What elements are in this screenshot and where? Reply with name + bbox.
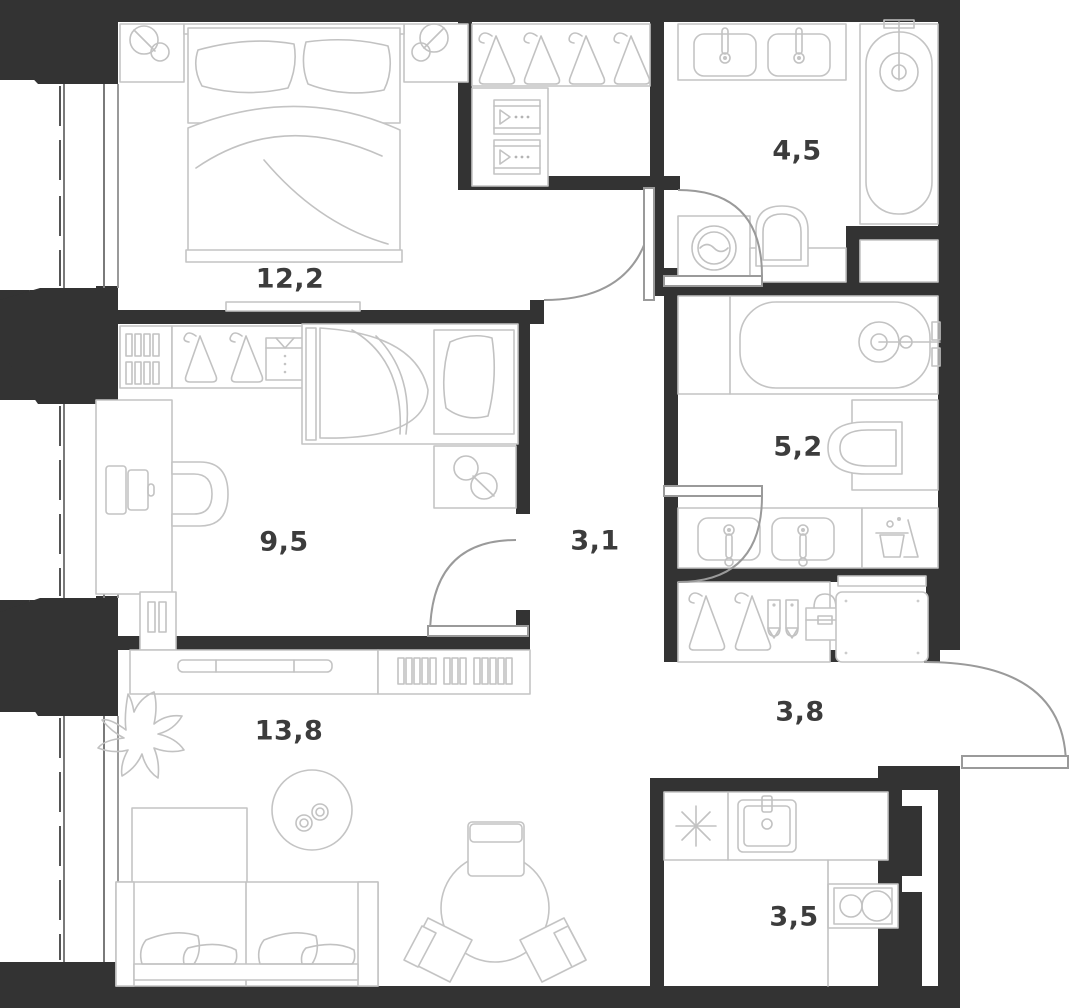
bin-icon xyxy=(879,534,905,558)
bedroom2-hanger-icons xyxy=(183,332,264,383)
plant-icon xyxy=(97,691,185,779)
bed-foot xyxy=(185,249,403,263)
toilet-master xyxy=(755,205,809,267)
cushion-3 xyxy=(257,932,319,965)
faucet-right xyxy=(793,27,805,64)
dining-chair-top xyxy=(467,821,525,877)
shower-head-master xyxy=(879,19,919,92)
duvet xyxy=(187,105,401,263)
door-leaf-bedroom2 xyxy=(427,625,529,637)
radiator-icons-living xyxy=(397,657,513,685)
cushion-2 xyxy=(182,943,238,965)
faucet-guest-right xyxy=(797,524,809,567)
swing-guest-bath xyxy=(677,495,763,583)
entry-hanger-icons xyxy=(688,592,772,651)
dining-chair-right xyxy=(519,917,587,983)
pillow-right xyxy=(302,38,392,94)
folded-shirt-icon xyxy=(265,337,305,381)
lamp-right xyxy=(411,23,449,62)
sink-left xyxy=(693,33,757,77)
door-leaf-master-bedroom xyxy=(643,187,655,301)
balcony-points xyxy=(0,0,118,1008)
faucet-left xyxy=(719,27,731,64)
bed-headboard-side xyxy=(305,327,317,441)
kitchen-fixtures xyxy=(663,791,899,987)
desk-chair xyxy=(171,461,229,527)
radiator-bedroom2-lower xyxy=(139,591,177,651)
entry-hall-furniture xyxy=(677,575,929,663)
tv-panel xyxy=(177,659,333,673)
swing-master-bath xyxy=(677,189,763,277)
window-sill-master xyxy=(225,301,361,312)
entry-shelf xyxy=(837,575,927,587)
nightstand-left xyxy=(119,23,185,83)
entry-coat-closet xyxy=(677,581,831,663)
swing-bedroom2 xyxy=(429,539,517,637)
wardrobe-closet-top xyxy=(471,23,651,187)
second-bedroom-furniture xyxy=(95,323,519,651)
guest-bathroom-fixtures xyxy=(677,295,941,569)
hanger-icon-group xyxy=(478,32,651,85)
faucet-guest-left xyxy=(723,524,735,567)
living-room-furniture xyxy=(97,649,587,987)
sink-guest-right xyxy=(771,517,835,561)
armchair xyxy=(131,807,248,885)
kitchen-sink xyxy=(737,795,797,853)
duvet-bed2 xyxy=(319,327,429,439)
shower-mixer-guest xyxy=(858,321,941,367)
sink-guest-left xyxy=(697,517,761,561)
entry-console-cabinet xyxy=(835,591,929,663)
door-swings xyxy=(427,187,1069,769)
bedroom2-radiator-box xyxy=(119,325,173,389)
niche-master xyxy=(859,239,939,283)
lamp-bed2 xyxy=(453,455,498,500)
door-leaf-guest-bath xyxy=(663,485,763,497)
cushion-1 xyxy=(139,932,201,965)
radiator-icon-bedroom2 xyxy=(125,333,160,385)
laptop-icon xyxy=(105,465,155,515)
bin-niche xyxy=(861,507,939,569)
pillow-left xyxy=(194,40,296,94)
sofa-arm-right xyxy=(357,881,379,987)
cushion-4 xyxy=(300,943,356,965)
sofa-base xyxy=(133,963,359,981)
nightstand-right xyxy=(403,23,469,83)
shoes-icon xyxy=(767,599,799,639)
door-leaf-entrance xyxy=(961,755,1069,769)
hob-symbol-icon xyxy=(675,805,717,847)
radiator-strip-living xyxy=(377,649,531,695)
swing-entrance xyxy=(923,661,1067,767)
sink-right xyxy=(767,33,831,77)
master-bathroom-fixtures xyxy=(677,19,939,283)
wardrobe-hanger-rail xyxy=(471,23,651,87)
sofa-arm-left xyxy=(115,881,135,987)
pillow-bed2 xyxy=(442,334,496,419)
door-leaf-master-bath xyxy=(663,275,763,287)
burner-large xyxy=(861,890,893,922)
bed2-pillow-area xyxy=(433,329,515,435)
dining-chair-left xyxy=(403,917,473,983)
folded-linen-icon xyxy=(493,99,541,175)
lamp-left xyxy=(129,25,170,62)
master-bedroom-furniture xyxy=(119,23,469,312)
